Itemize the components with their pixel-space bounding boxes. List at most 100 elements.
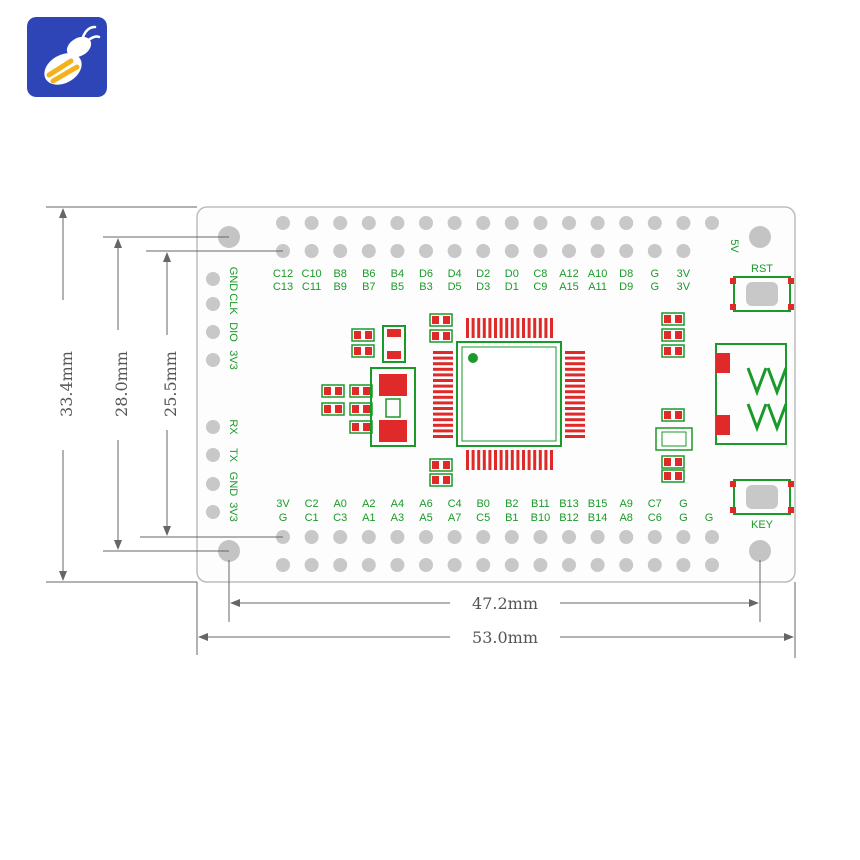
- header-pad: [304, 558, 319, 572]
- mcu-pin: [433, 412, 453, 416]
- reset-button-label: RST: [751, 263, 773, 275]
- mcu-pin: [527, 450, 531, 470]
- header-pad: [304, 244, 319, 258]
- smd-part: [321, 402, 345, 416]
- header-pad: [361, 244, 376, 258]
- pin-label: A8: [619, 512, 632, 524]
- side-pin-label: TX: [227, 448, 239, 463]
- mcu-pin: [433, 373, 453, 377]
- header-pad: [562, 216, 576, 230]
- mcu-pin: [433, 429, 453, 433]
- pin-label: B10: [531, 512, 551, 524]
- pin-label: G: [705, 512, 714, 524]
- header-pad: [419, 244, 433, 258]
- dimension-lines: [46, 206, 796, 658]
- mcu-pin: [466, 450, 469, 470]
- mcu-pin: [522, 450, 525, 470]
- pin-label: B3: [419, 281, 432, 293]
- pin-label: C7: [648, 498, 662, 510]
- header-pad: [476, 530, 491, 544]
- reset-button-outline: [733, 276, 791, 312]
- header-pad: [419, 216, 433, 230]
- header-pad: [276, 558, 290, 572]
- mcu-pin: [565, 395, 585, 399]
- pin-label: C13: [273, 281, 293, 293]
- mcu-pin: [565, 379, 585, 382]
- pin-label: A1: [362, 512, 375, 524]
- pin-label: 3V: [677, 281, 691, 293]
- reset-button: RST: [730, 263, 794, 312]
- header-pad: [705, 530, 719, 544]
- pin-label: C10: [302, 268, 322, 280]
- header-pad: [333, 244, 348, 258]
- mcu-pin: [488, 450, 492, 470]
- ldo-part: [655, 427, 693, 451]
- mcu-pin: [550, 318, 553, 338]
- mcu-pin: [565, 407, 585, 410]
- pin-label: D8: [619, 268, 633, 280]
- pin-label: D1: [505, 281, 519, 293]
- header-pad: [206, 420, 220, 434]
- pin-label: B6: [362, 268, 375, 280]
- mcu-pin: [433, 418, 453, 422]
- smd-part: [349, 384, 373, 398]
- header-pad: [333, 530, 348, 544]
- smd-part: [321, 384, 345, 398]
- usb-symbol-icon: [746, 367, 788, 397]
- mcu-pin: [433, 379, 453, 382]
- bee-antenna-icon: [81, 25, 101, 43]
- mcu-pin: [482, 450, 486, 470]
- mcu-pin: [466, 318, 469, 338]
- usb-pad: [716, 415, 730, 435]
- header-pad: [590, 244, 605, 258]
- side-pin-label: GND: [227, 267, 239, 292]
- header-pad: [361, 530, 376, 544]
- pin-label: B9: [333, 281, 346, 293]
- pin-label: C12: [273, 268, 293, 280]
- pin-label: A11: [588, 281, 607, 293]
- header-pad: [619, 216, 634, 230]
- pin-label: B12: [559, 512, 579, 524]
- pin-label: B1: [505, 512, 518, 524]
- mcu-pin: [527, 318, 531, 338]
- header-pad: [304, 530, 319, 544]
- mcu-pin: [433, 407, 453, 410]
- mcu-pin: [565, 390, 585, 394]
- mcu-pin: [565, 412, 585, 416]
- header-pad: [562, 530, 576, 544]
- mcu-pin: [533, 450, 537, 470]
- pin-label: D5: [448, 281, 462, 293]
- header-pad: [333, 216, 348, 230]
- header-pad: [647, 530, 662, 544]
- header-pad: [590, 558, 605, 572]
- pin-label: C2: [305, 498, 319, 510]
- regulator-outline: [382, 325, 406, 363]
- smd-part: [429, 458, 453, 472]
- mcu-pin: [499, 318, 503, 338]
- pin-label: A15: [559, 281, 579, 293]
- mcu-pin: [565, 356, 585, 360]
- user-button-label: KEY: [751, 519, 774, 531]
- pin-label: C11: [302, 281, 321, 293]
- header-pad: [504, 530, 519, 544]
- header-pad: [562, 558, 576, 572]
- side-pin-label: 3V3: [227, 350, 239, 370]
- mcu-pin: [565, 435, 585, 438]
- dimension-height-total: 33.4mm: [57, 351, 76, 417]
- crystal-pad: [379, 420, 407, 442]
- mcu-pin: [488, 318, 492, 338]
- header-pad: [504, 244, 519, 258]
- header-pad: [533, 558, 548, 572]
- header-pad: [419, 558, 433, 572]
- dimension-width-total: 53.0mm: [472, 628, 538, 647]
- header-pad: [206, 448, 220, 462]
- pin-label: B14: [588, 512, 608, 524]
- header-pad: [676, 244, 691, 258]
- header-pad: [447, 558, 462, 572]
- header-pad: [361, 216, 376, 230]
- header-pad: [304, 216, 319, 230]
- mcu-pin: [550, 450, 553, 470]
- pin-label: G: [651, 268, 660, 280]
